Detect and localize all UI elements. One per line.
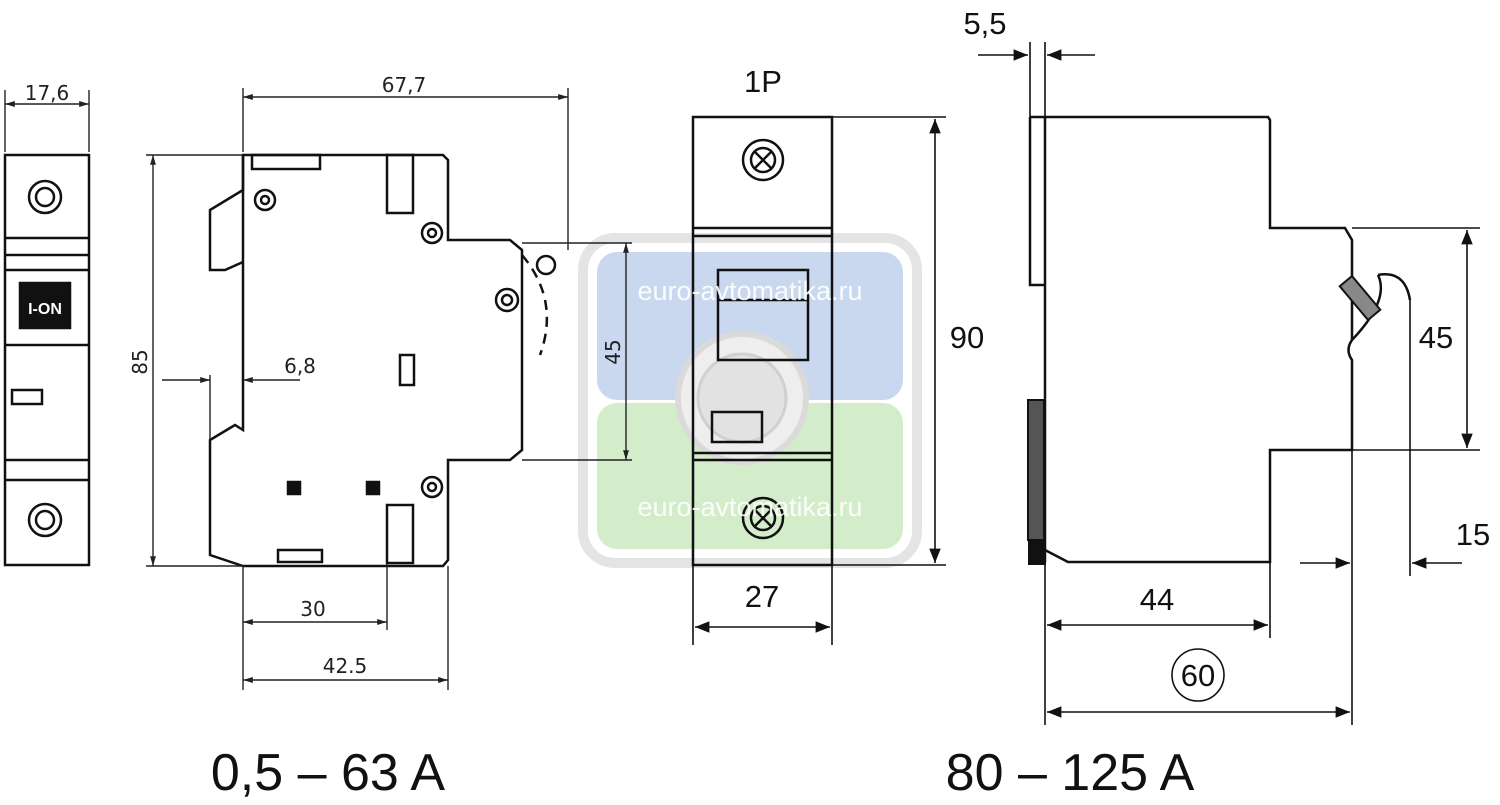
dim-rail-offset-label: 6,8 [284,354,316,378]
watermark-text-bottom: euro-avtomatika.ru [637,492,862,522]
side-view-small [208,153,557,568]
dim-rail-height-large [1352,227,1480,451]
dim-handle-clearance [1300,300,1462,576]
dim-front-width-label: 17,6 [25,81,70,105]
dim-depth-30 [242,563,388,690]
dim-depth-42 [243,566,449,690]
dim-front-width [4,90,90,152]
watermark-top-panel [597,252,903,400]
dim-width-1p-label: 27 [745,579,779,614]
dim-depth-total-label: 60 [1181,658,1215,693]
dim-depth-42-label: 42.5 [323,654,368,678]
front-view-1p [691,115,834,567]
side-clip-large [1027,399,1045,541]
dim-handle-clearance-label: 15 [1456,517,1490,552]
handle-label: I-ON [28,301,62,318]
side-view-large [1028,115,1412,564]
watermark-logo [578,233,922,568]
side-clip-base [1028,540,1046,565]
front-view-small [3,153,91,567]
pole-label: 1P [744,64,782,99]
dim-total-depth-label: 67,7 [382,73,427,97]
dim-rail-height-large-label: 45 [1419,320,1453,355]
dim-width-1p [692,565,833,645]
dim-depth-44-label: 44 [1140,582,1174,617]
dim-rail-thickness [978,42,1095,117]
dim-rail-thickness-label: 5,5 [963,6,1006,41]
dim-rail-height-small [522,242,632,461]
caption-right: 80 – 125 A [946,744,1195,802]
dim-depth-30-label: 30 [300,597,325,621]
dim-height-small [146,154,243,567]
dim-depth-44 [1044,562,1271,725]
dim-rail-height-small-label: 45 [601,339,625,364]
watermark-bottom-panel [597,403,903,549]
dim-total-depth [242,88,569,250]
watermark-frame [578,233,922,568]
dim-height-1p [832,116,946,566]
dim-rail-offset [162,375,300,440]
dim-height-small-label: 85 [128,349,152,374]
dim-height-1p-label: 90 [950,320,984,355]
dim-depth-total [1047,450,1353,725]
caption-left: 0,5 – 63 A [211,744,446,802]
handle-large [1338,274,1382,322]
watermark-text-top: euro-avtomatika.ru [637,276,862,306]
